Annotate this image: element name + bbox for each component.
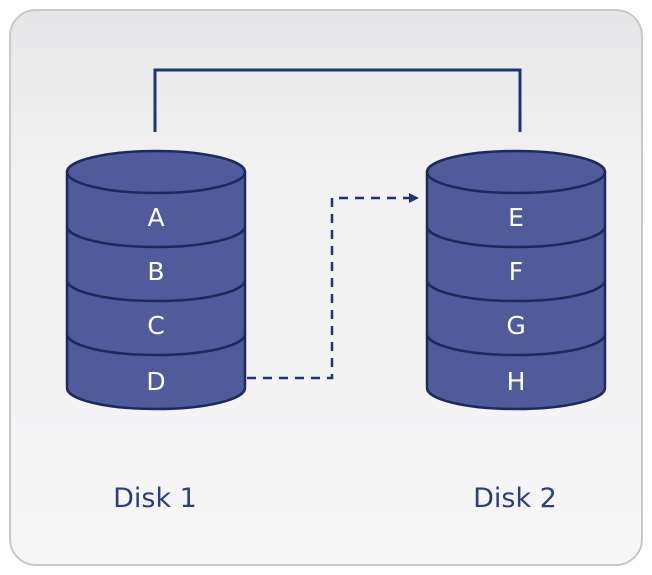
disk-2: E F G H [425, 149, 607, 411]
mirror-connector-line [153, 68, 522, 132]
disk-2-segment-f: F [509, 257, 523, 286]
disk-1-divider [65, 279, 247, 303]
disk-2-segment-e: E [508, 203, 524, 232]
disk-2-segment-g: G [506, 311, 525, 340]
disk-1: A B C D [65, 149, 247, 411]
disk-2-segment-h: H [507, 367, 526, 396]
disk-1-caption: Disk 1 [113, 483, 197, 514]
disk-1-divider [65, 333, 247, 357]
overflow-dashed-arrow [247, 193, 419, 380]
disk-1-divider [65, 225, 247, 249]
disk-1-segment-a: A [147, 203, 164, 232]
disk-2-divider [425, 333, 607, 357]
diagram-panel [9, 9, 643, 566]
disk-1-segment-d: D [146, 367, 165, 396]
disk-1-top [65, 149, 247, 195]
disk-2-body [425, 170, 607, 411]
disk-1-segment-b: B [147, 257, 164, 286]
disk-1-segment-c: C [147, 311, 164, 340]
disk-2-top [425, 149, 607, 195]
disk-2-divider [425, 279, 607, 303]
disk-2-caption: Disk 2 [473, 483, 557, 514]
disk-2-divider [425, 225, 607, 249]
disk-1-body [65, 170, 247, 411]
